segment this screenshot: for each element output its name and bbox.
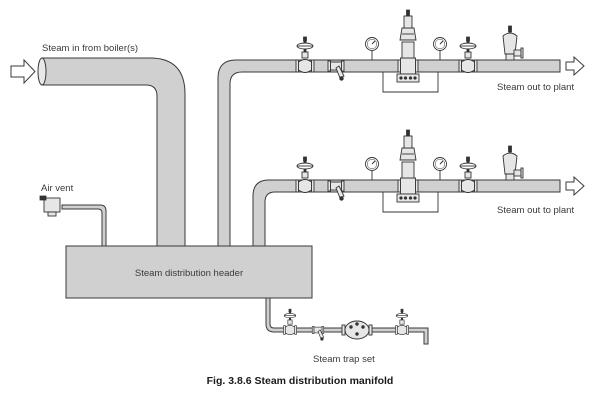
steam-trap-icon [341,320,373,340]
hollow-arrow-icon [565,55,585,77]
lower-branch-fittings [295,129,524,213]
safety-valve-icon [502,145,524,181]
trap-line-pipe [264,297,429,345]
globe-valve-icon [395,308,409,336]
steam-in-label: Steam in from boiler(s) [42,43,138,54]
pressure-gauge-icon [365,157,379,181]
safety-valve-icon [502,25,524,61]
hollow-arrow-icon [565,175,585,197]
air-vent [39,195,61,217]
distribution-header [65,245,313,299]
steam-out-label-upper: Steam out to plant [497,82,574,93]
strainer-icon [311,326,325,341]
figure-caption: Fig. 3.8.6 Steam distribution manifold [207,375,394,387]
trap-set-label: Steam trap set [313,354,375,365]
pressure-gauge-icon [365,37,379,61]
pressure-reducing-valve-icon [396,129,420,203]
hollow-arrow-icon [10,58,36,85]
pressure-reducing-valve-icon [396,9,420,83]
globe-valve-icon [458,36,478,73]
globe-valve-icon [295,156,315,193]
trap-set-fittings [283,308,409,341]
branch-pipe-lower [252,179,561,249]
air-vent-line [61,204,107,249]
branch-pipe-upper [217,59,561,249]
header-label: Steam distribution header [135,268,243,279]
globe-valve-icon [295,36,315,73]
globe-valve-icon [458,156,478,193]
air-vent-label: Air vent [41,183,74,194]
pressure-gauge-icon [433,37,447,61]
globe-valve-icon [283,308,297,336]
steam-out-label-lower: Steam out to plant [497,205,574,216]
inlet-pipe [37,57,186,249]
upper-branch-fittings [295,9,524,93]
pressure-gauge-icon [433,157,447,181]
